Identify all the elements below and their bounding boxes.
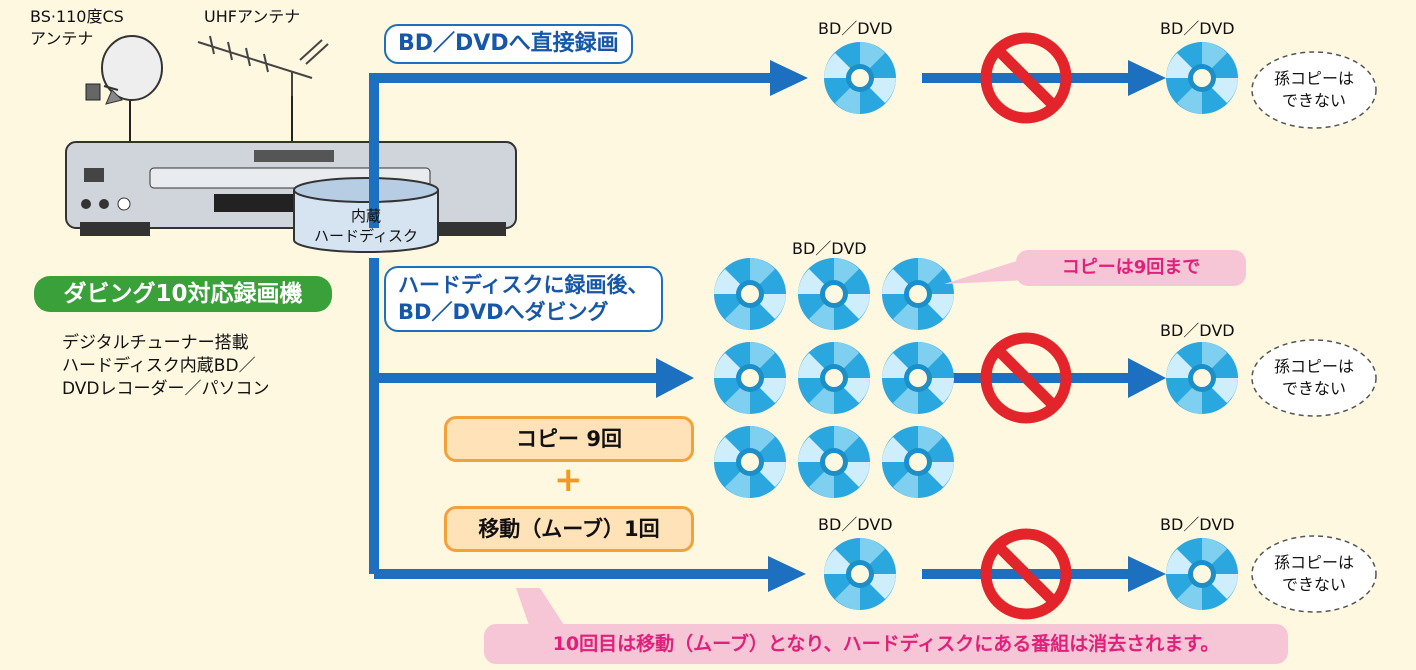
- hdd-label: 内蔵 ハードディスク: [314, 207, 418, 245]
- callout-pointer: [944, 258, 1026, 284]
- recorder-description: デジタルチューナー搭載 ハードディスク内蔵BD／ DVDレコーダー／パソコン: [62, 333, 270, 399]
- disc-label: BD／DVD: [818, 19, 893, 38]
- disc-icon: [714, 342, 786, 414]
- disc-icon: [798, 342, 870, 414]
- recorder-title: ダビング10対応録画機: [34, 276, 332, 312]
- copy-limit-callout: コピーは9回まで: [1016, 250, 1246, 286]
- recorder-icon: [65, 141, 517, 236]
- cloud-bubble: [1251, 535, 1377, 613]
- satellite-dish-icon: [85, 35, 163, 105]
- disc-label: BD／DVD: [792, 239, 867, 258]
- disc-icon: [882, 426, 954, 498]
- note-pointer: [516, 588, 566, 628]
- bottom-note: 10回目は移動（ムーブ）となり、ハードディスクにある番組は消去されます。: [484, 624, 1288, 664]
- move-count-label: 移動（ムーブ）1回: [444, 506, 694, 552]
- disc-icon: [714, 426, 786, 498]
- disc-icon: [1166, 42, 1238, 114]
- no-grandchild-copy-text: 孫コピーは できない: [1273, 553, 1354, 594]
- uhf-antenna-icon: [197, 35, 329, 96]
- plus-sign: +: [554, 460, 583, 500]
- disc-icon: [1166, 342, 1238, 414]
- disc-icon: [824, 538, 896, 610]
- cloud-bubble: [1251, 51, 1377, 129]
- disc-label: BD／DVD: [1160, 321, 1235, 340]
- disc-label: BD／DVD: [818, 515, 893, 534]
- disc-label: BD／DVD: [1160, 515, 1235, 534]
- disc-icon: [798, 258, 870, 330]
- hard-disk-icon: [293, 177, 439, 253]
- disc-icon: [882, 342, 954, 414]
- disc-icon: [1166, 538, 1238, 610]
- disc-icon: [882, 258, 954, 330]
- disc-icon: [714, 258, 786, 330]
- cloud-bubble: [1251, 339, 1377, 417]
- disc-icon: [798, 426, 870, 498]
- route-dubbing-label: ハードディスクに録画後、 BD／DVDへダビング: [384, 266, 663, 332]
- bs-antenna-label: BS·110度CS アンテナ: [30, 7, 124, 48]
- flow-lines: [369, 73, 1128, 579]
- uhf-antenna-label: UHFアンテナ: [204, 7, 301, 26]
- no-grandchild-copy-text: 孫コピーは できない: [1273, 357, 1354, 398]
- flow-arrowheads: [656, 60, 1166, 592]
- disc-icon: [824, 42, 896, 114]
- route-direct-label: BD／DVDへ直接録画: [384, 24, 633, 64]
- no-grandchild-copy-text: 孫コピーは できない: [1273, 69, 1354, 110]
- disc-label: BD／DVD: [1160, 19, 1235, 38]
- copy-count-label: コピー 9回: [444, 416, 694, 462]
